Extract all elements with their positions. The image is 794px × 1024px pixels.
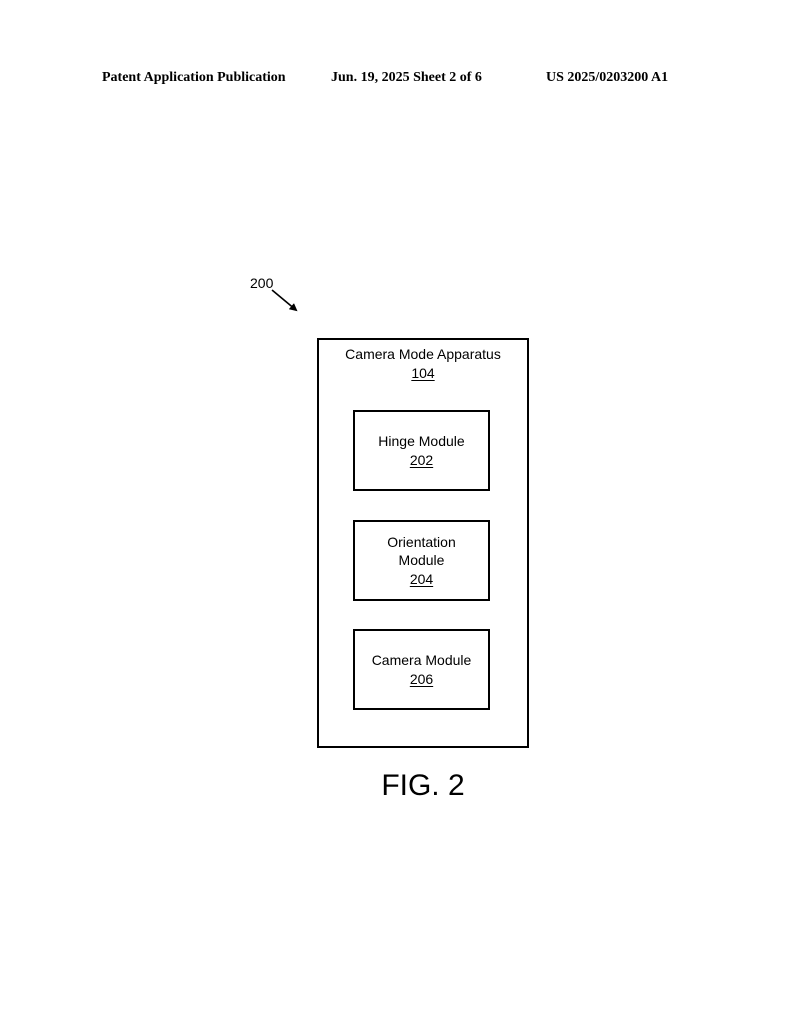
orientation-module-number: 204 [409, 570, 434, 587]
camera-mode-apparatus-box: Camera Mode Apparatus 104 [317, 338, 529, 748]
apparatus-label: Camera Mode Apparatus [345, 346, 501, 362]
hinge-module-box: Hinge Module 202 [353, 410, 490, 491]
apparatus-number: 104 [411, 364, 435, 381]
orientation-module-label-line2: Module [398, 552, 445, 569]
figure-caption: FIG. 2 [381, 769, 465, 802]
reference-arrow [271, 289, 298, 312]
camera-module-label: Camera Module [371, 652, 472, 668]
camera-module-box: Camera Module 206 [353, 629, 490, 710]
hinge-module-number: 202 [409, 451, 434, 468]
publication-type: Patent Application Publication [102, 70, 286, 85]
reference-numeral-200: 200 [250, 275, 274, 291]
camera-module-number: 206 [409, 670, 434, 687]
hinge-module-label: Hinge Module [378, 433, 465, 449]
orientation-module-box: Orientation Module 204 [353, 520, 490, 601]
publication-date-sheet: Jun. 19, 2025 Sheet 2 of 6 [331, 70, 482, 85]
publication-number: US 2025/0203200 A1 [546, 70, 669, 85]
orientation-module-label-line1: Orientation [387, 533, 456, 550]
